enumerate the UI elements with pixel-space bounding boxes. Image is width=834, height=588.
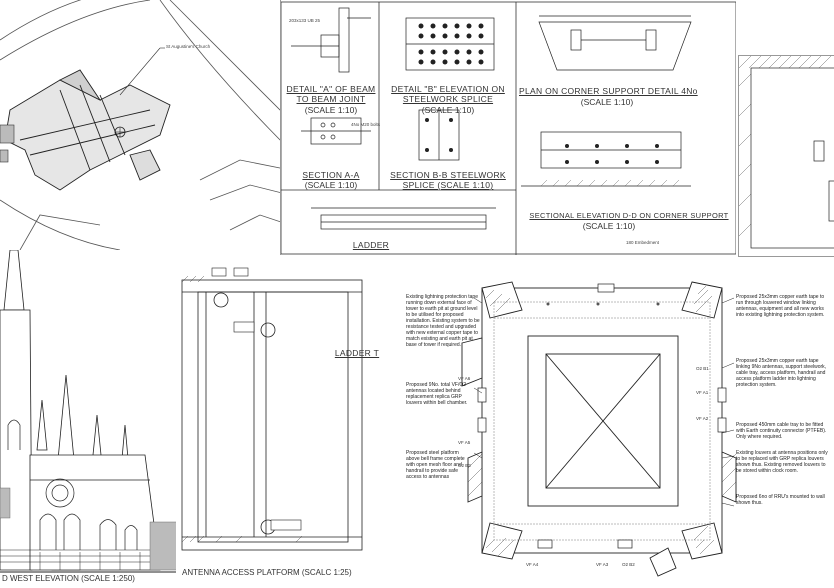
platform-drawing <box>181 267 363 551</box>
antenna-label-vf-a1: VF A1 <box>696 390 709 395</box>
m20-label-a: 4No M20 bolts <box>351 122 381 127</box>
details-frames <box>281 1 736 255</box>
beam-label-a: 203x133 UB 25 <box>289 18 321 23</box>
right-partial-drawing <box>739 56 834 249</box>
right-partial-sheet <box>738 55 834 257</box>
west-elevation-sheet: D WEST ELEVATION (SCALE 1:250) <box>0 250 190 588</box>
section-aa-scale: (SCALE 1:10) <box>304 180 358 190</box>
plan-corner-title: PLAN ON CORNER SUPPORT DETAIL 4No <box>519 86 698 96</box>
tower-plan-drawing <box>461 281 737 577</box>
section-bb-title-1: SECTION B-B STEELWORK <box>390 170 506 180</box>
sectional-elevation-title: SECTIONAL ELEVATION D-D ON CORNER SUPPOR… <box>529 211 729 220</box>
cable-tray-note: Proposed 450mm cable tray to be fitted w… <box>736 422 827 440</box>
platform-caption: ANTENNA ACCESS PLATFORM (SCALC 1:25) <box>182 568 352 577</box>
lightning-protection-note: Existing lightning protection tape runni… <box>406 294 480 348</box>
earth-tape-note-1: Proposed 25x3mm copper earth tape to run… <box>736 294 825 318</box>
antenna-label-o2-b2: O2 B2 <box>622 562 635 567</box>
detail-a-title-1: DETAIL "A" OF BEAM <box>286 84 376 94</box>
antennas-note: Proposed 9No. total VF/O2 antennas locat… <box>406 382 468 406</box>
ladder-t-title: LADDER T <box>334 348 380 358</box>
platform-sheet: ANTENNA ACCESS PLATFORM (SCALC 1:25) <box>176 252 376 588</box>
detail-b-title-1: DETAIL "B" ELEVATION ON <box>391 84 505 94</box>
earth-tape-note-2: Proposed 25x3mm copper earth tape linkin… <box>736 358 827 388</box>
tower-plan-sheet: Existing lightning protection tape runni… <box>398 258 834 588</box>
west-elevation-caption: D WEST ELEVATION (SCALE 1:250) <box>2 574 135 583</box>
steel-platform-note: Proposed steel platform above bell frame… <box>406 450 465 480</box>
detail-b-scale: (SCALE 1:10) <box>421 105 475 115</box>
sectional-elevation-scale: (SCALE 1:10) <box>582 221 636 231</box>
antenna-label-vf-a5: VF A5 <box>458 440 471 445</box>
ladder-title: LADDER <box>352 240 390 250</box>
detail-a-scale: (SCALE 1:10) <box>304 105 358 115</box>
antenna-label-vf-a6: VF A6 <box>458 376 471 381</box>
section-bb-title-2: SPLICE (SCALE 1:10) <box>402 180 494 190</box>
embedment-label: 180 Embedment <box>626 240 660 245</box>
detail-b-title-2: STEELWORK SPLICE <box>402 94 494 104</box>
church-label: St Augustine's Church <box>166 44 211 49</box>
antenna-label-o2-b1: O2 B1 <box>696 366 709 371</box>
detail-a-title-2: TO BEAM JOINT <box>296 94 366 104</box>
antenna-label-vf-a4: VF A4 <box>526 562 539 567</box>
louvers-note: Existing louvers at antenna positions on… <box>736 450 828 474</box>
west-elevation-drawing <box>0 250 190 573</box>
rru-note: Proposed 6no of RRU's mounted to wall sh… <box>736 494 825 506</box>
antenna-label-vf-a2: VF A2 <box>696 416 709 421</box>
details-sheet: 203x133 UB 25 4No M20 bolts DETAIL "A" O… <box>280 0 736 255</box>
plan-corner-scale: (SCALE 1:10) <box>580 97 634 107</box>
antenna-label-o2-b3: O2 B3 <box>458 463 471 468</box>
antenna-label-vf-a3: VF A3 <box>596 562 609 567</box>
section-aa-title: SECTION A-A <box>302 170 360 180</box>
site-plan-sheet: St Augustine's Church <box>0 0 290 250</box>
site-plan-drawing <box>0 0 290 250</box>
